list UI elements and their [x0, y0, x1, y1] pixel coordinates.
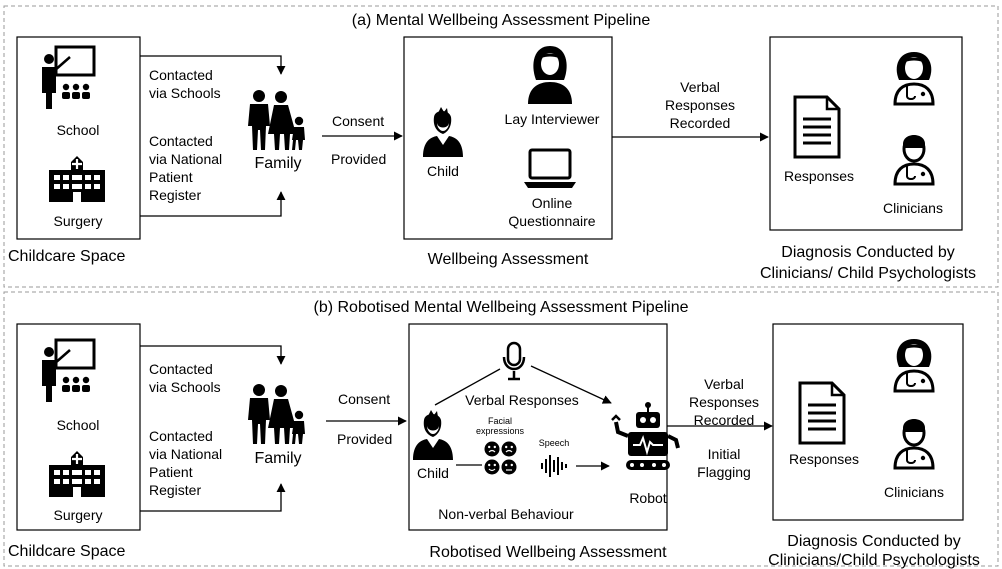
- soundwave-icon: [541, 455, 567, 477]
- childcare-box-b: [16, 323, 141, 531]
- microphone-icon: [502, 341, 526, 381]
- contact-register-3-b: Patient: [149, 464, 193, 480]
- panel-a-title: (a) Mental Wellbeing Assessment Pipeline: [352, 12, 651, 29]
- verbal-responses-label: Verbal Responses: [465, 392, 579, 408]
- family-label-b: Family: [254, 450, 301, 467]
- line-mic-child: [434, 368, 501, 406]
- contact-schools-1-b: Contacted: [149, 361, 213, 377]
- contact-register-3-a: Patient: [149, 169, 193, 185]
- contact-register-1-b: Contacted: [149, 428, 213, 444]
- diagnosis-caption2-a: Clinicians/ Child Psychologists: [760, 265, 976, 282]
- speech-label: Speech: [539, 438, 570, 448]
- contact-register-4-a: Register: [149, 187, 201, 203]
- childcare-box-a: [16, 36, 141, 240]
- teacher-icon: [40, 45, 96, 111]
- clinician-female-icon: [893, 50, 935, 106]
- panel-b: (b) Robotised Mental Wellbeing Assessmen…: [3, 291, 999, 569]
- verbal-line3-a: Recorded: [670, 115, 731, 131]
- arrow-schools-a: [140, 55, 286, 75]
- child-icon: [413, 410, 453, 460]
- contact-schools-2-a: via Schools: [149, 85, 221, 101]
- facial-label-1: Facial: [488, 416, 512, 426]
- hospital-icon: [47, 154, 107, 204]
- contact-schools-1-a: Contacted: [149, 67, 213, 83]
- contact-register-2-b: via National: [149, 446, 222, 462]
- family-label-a: Family: [254, 155, 301, 172]
- clinicians-label-a: Clinicians: [883, 200, 943, 216]
- contact-register-4-b: Register: [149, 482, 201, 498]
- document-icon: [798, 381, 846, 445]
- emoji-faces-icon: [484, 441, 517, 475]
- online-label-2: Questionnaire: [508, 213, 595, 229]
- verbal-line3-b: Recorded: [694, 412, 755, 428]
- child-label-a: Child: [427, 163, 459, 179]
- arrow-schools-b: [140, 345, 286, 365]
- family-icon: [248, 384, 305, 444]
- panel-b-frame: [3, 291, 999, 567]
- school-label-b: School: [57, 417, 100, 433]
- contact-register-1-a: Contacted: [149, 133, 213, 149]
- nonverbal-label: Non-verbal Behaviour: [438, 506, 574, 522]
- clinician-male-icon: [893, 417, 935, 470]
- child-icon: [423, 107, 463, 157]
- verbal-line1-a: Verbal: [680, 79, 720, 95]
- assessment-box-b: [408, 323, 668, 531]
- contact-register-2-a: via National: [149, 151, 222, 167]
- surgery-label-a: Surgery: [53, 213, 102, 229]
- consent-label-b: Consent: [338, 391, 390, 407]
- diagnosis-box-a: [769, 36, 963, 231]
- robot-label: Robot: [629, 490, 666, 506]
- consent-label-a: Consent: [332, 113, 384, 129]
- initial-line1: Initial: [708, 446, 741, 462]
- clinicians-label-b: Clinicians: [884, 484, 944, 500]
- robot-icon: [610, 400, 680, 472]
- provided-label-a: Provided: [331, 151, 386, 167]
- assessment-caption-a: Wellbeing Assessment: [428, 251, 589, 268]
- hospital-icon: [47, 449, 107, 499]
- arrow-mic-robot: [530, 365, 612, 404]
- childcare-caption-b: Childcare Space: [8, 543, 126, 560]
- contact-schools-2-b: via Schools: [149, 379, 221, 395]
- lay-interviewer-label: Lay Interviewer: [505, 111, 600, 127]
- diagnosis-caption1-b: Diagnosis Conducted by: [787, 533, 960, 550]
- assessment-box-a: [403, 36, 613, 240]
- arrow-register-b: [140, 483, 286, 512]
- family-icon: [248, 90, 305, 150]
- online-label-1: Online: [532, 195, 573, 211]
- facial-label-2: expressions: [476, 426, 525, 436]
- panel-a-frame: [3, 5, 999, 288]
- verbal-line2-b: Responses: [689, 394, 759, 410]
- childcare-caption-a: Childcare Space: [8, 248, 126, 265]
- clinician-female-icon: [893, 337, 935, 393]
- panel-a: (a) Mental Wellbeing Assessment Pipeline…: [3, 5, 999, 288]
- diagnosis-box-b: [772, 323, 964, 521]
- document-icon: [793, 95, 841, 159]
- diagnosis-caption1-a: Diagnosis Conducted by: [781, 244, 954, 261]
- diagnosis-caption2-b: Clinicians/Child Psychologists: [768, 552, 980, 569]
- teacher-icon: [40, 338, 96, 404]
- surgery-label-b: Surgery: [53, 507, 102, 523]
- verbal-line1-b: Verbal: [704, 376, 744, 392]
- responses-label-b: Responses: [789, 451, 859, 467]
- child-label-b: Child: [417, 465, 449, 481]
- responses-label-a: Responses: [784, 168, 854, 184]
- panel-b-title: (b) Robotised Mental Wellbeing Assessmen…: [313, 299, 688, 316]
- laptop-icon: [522, 148, 578, 190]
- provided-label-b: Provided: [337, 431, 392, 447]
- verbal-line2-a: Responses: [665, 97, 735, 113]
- clinician-male-icon: [893, 133, 935, 186]
- school-label-a: School: [57, 122, 100, 138]
- arrow-register-a: [140, 191, 286, 217]
- interviewer-icon: [528, 46, 572, 104]
- assessment-caption-b: Robotised Wellbeing Assessment: [429, 544, 667, 561]
- initial-line2: Flagging: [697, 464, 751, 480]
